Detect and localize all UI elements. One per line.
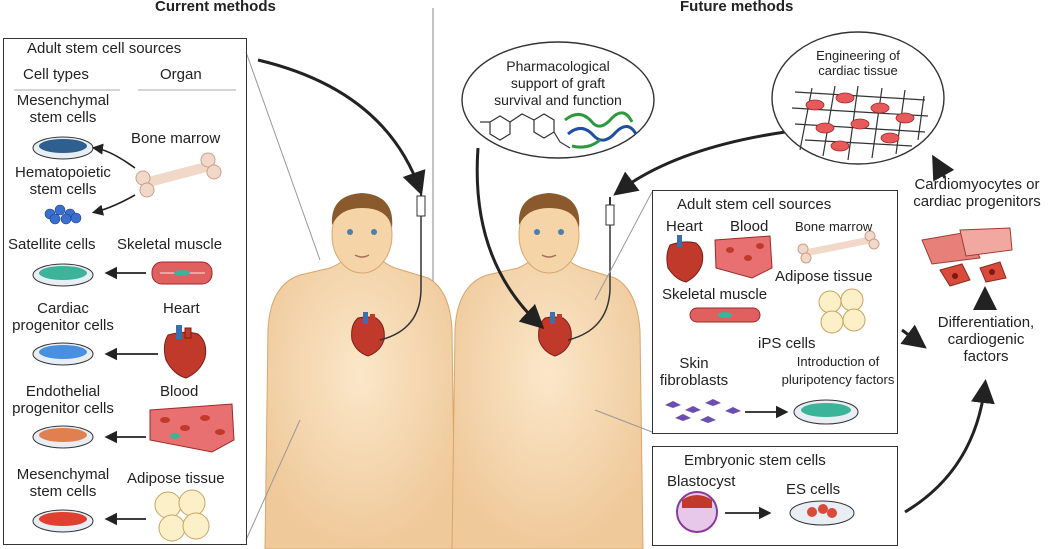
protein-icon <box>564 111 638 149</box>
adipose-icon <box>154 489 210 542</box>
skeletal-muscle-icon <box>151 261 213 285</box>
cell-label-endothelial: Endothelial progenitor cells <box>12 383 114 417</box>
cell-label-msc-1: Mesenchymal stem cells <box>16 92 110 126</box>
col-organ: Organ <box>160 66 202 83</box>
box-label-bone-marrow: Bone marrow <box>795 219 873 234</box>
left-human-figure <box>264 193 456 549</box>
organ-label-skeletal-muscle: Skeletal muscle <box>117 236 223 253</box>
box-label-heart: Heart <box>666 218 703 235</box>
engineering-arrow <box>613 128 801 196</box>
organ-label-adipose: Adipose tissue <box>127 470 225 487</box>
dish-adipose-msc-icon <box>32 509 94 533</box>
box-bone-icon <box>797 230 880 264</box>
dish-endothelial-icon <box>32 425 94 449</box>
blood-vessel-icon <box>149 403 235 453</box>
cell-label-satellite: Satellite cells <box>8 236 96 253</box>
label-blastocyst: Blastocyst <box>667 473 736 490</box>
engineering-bubble-label: Engineering of cardiac tissue <box>816 48 900 78</box>
left-main-arrow <box>257 58 426 196</box>
box-label-skeletal-muscle: Skeletal muscle <box>662 286 768 303</box>
left-adult-stem-cell-box <box>3 38 247 545</box>
scaffold-grid-icon <box>791 85 929 161</box>
molecule-icon <box>480 113 571 149</box>
blastocyst-icon <box>676 491 718 533</box>
left-heart-icon <box>351 312 385 357</box>
es-dish-icon <box>789 500 855 526</box>
right-human-figure <box>451 193 644 549</box>
fibroblasts-icon <box>665 399 741 423</box>
label-differentiation: Differentiation, cardiogenic factors <box>937 314 1035 365</box>
box-label-introduction: Introduction of pluripotency factors <box>781 354 895 387</box>
tissue-cells-icon <box>805 92 915 152</box>
label-cardiomyocytes: Cardiomyocytes or cardiac progenitors <box>913 176 1041 210</box>
dish-cardiac-icon <box>32 342 94 366</box>
organ-label-bone-marrow: Bone marrow <box>131 130 221 147</box>
arrow-adult-to-diff <box>900 324 927 349</box>
box-label-skin-fibroblasts: Skin fibroblasts <box>659 355 729 389</box>
cell-label-cardiac-progenitor: Cardiac progenitor cells <box>12 300 114 334</box>
box-label-ips: iPS cells <box>758 335 816 352</box>
left-box-title: Adult stem cell sources <box>27 40 182 57</box>
cell-label-hsc: Hematopoietic stem cells <box>15 164 111 198</box>
embryonic-box-title: Embryonic stem cells <box>684 452 826 469</box>
pharma-bubble-label: Pharmacological support of graft surviva… <box>494 58 622 108</box>
label-es-cells: ES cells <box>786 481 841 498</box>
arrow-es-to-diff <box>904 379 995 514</box>
dish-hsc-icon <box>44 204 82 225</box>
col-cell-types: Cell types <box>23 66 89 83</box>
box-adipose-icon <box>818 288 866 334</box>
right-box-title: Adult stem cell sources <box>677 196 832 213</box>
right-adult-stem-cell-box <box>652 190 898 434</box>
dish-satellite-icon <box>32 263 94 287</box>
box-label-adipose: Adipose tissue <box>775 268 873 285</box>
box-blood-icon <box>714 235 773 279</box>
embryonic-stem-cell-box <box>652 446 898 546</box>
cell-label-msc-2: Mesenchymal stem cells <box>16 466 110 500</box>
right-heart-icon <box>538 312 572 357</box>
header-future-methods: Future methods <box>680 0 794 15</box>
ips-dish-icon <box>793 399 859 425</box>
right-syringe-icon <box>567 197 615 341</box>
box-label-blood: Blood <box>730 218 769 235</box>
dish-msc-bone-icon <box>32 136 94 160</box>
cardiomyocytes-icon <box>921 227 1013 287</box>
box-skeletal-muscle-icon <box>689 307 761 323</box>
organ-label-heart: Heart <box>163 300 200 317</box>
up-arrow-to-engineering <box>932 154 955 182</box>
organ-heart-icon <box>163 325 207 379</box>
box-heart-icon <box>666 235 704 283</box>
organ-label-blood: Blood <box>160 383 199 400</box>
header-current-methods: Current methods <box>155 0 276 15</box>
pharma-arrow <box>475 147 545 330</box>
bone-icon <box>135 152 222 198</box>
